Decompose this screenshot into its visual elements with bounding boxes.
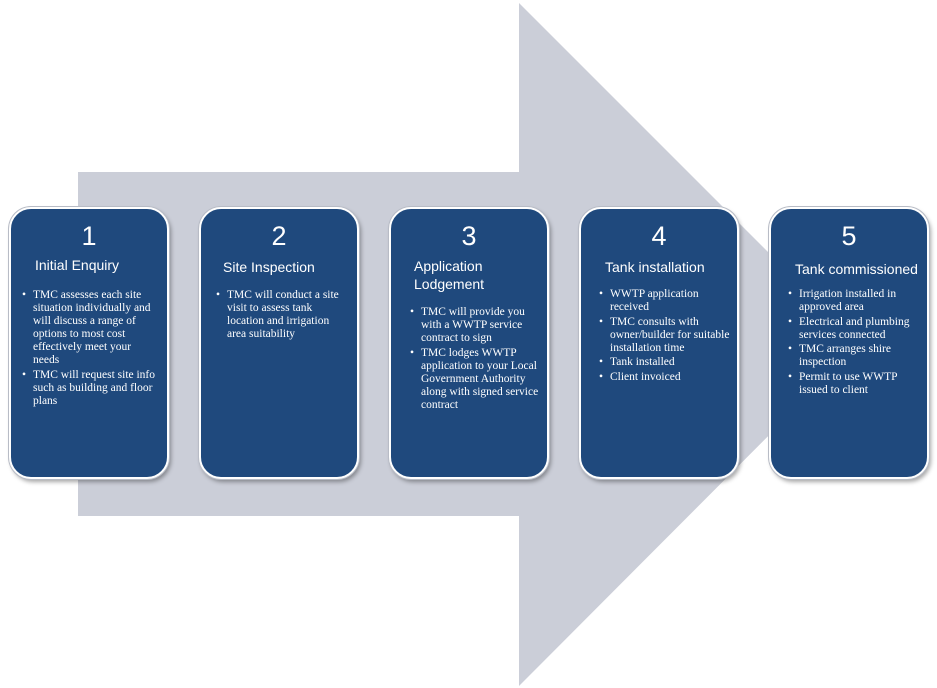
step-bullet: •WWTP application received (599, 288, 699, 313)
step-bullet-list: •TMC will provide you with a WWTP servic… (409, 306, 539, 413)
step-number: 2 (271, 221, 287, 251)
step-title: Tank commissioned (795, 261, 918, 277)
step-bullet-list: •Irrigation installed in approved area •… (787, 288, 921, 398)
step-title: Application Lodgement (414, 258, 485, 292)
bullet-icon: • (599, 288, 604, 300)
bullet-icon: • (216, 289, 221, 301)
step-bullet: •TMC arranges shire inspection (788, 343, 891, 368)
bullet-icon: • (788, 315, 793, 328)
step-card-1: 1 Initial Enquiry •TMC assesses each sit… (9, 207, 169, 479)
step-number: 4 (651, 221, 667, 251)
step-bullet: •TMC will conduct a site visit to assess… (216, 289, 339, 340)
bullet-icon: • (599, 315, 604, 328)
step-bullet: •TMC will provide you with a WWTP servic… (410, 306, 525, 344)
bullet-icon: • (22, 368, 27, 381)
bullet-icon: • (410, 306, 415, 318)
step-bullet: •TMC lodges WWTP application to your Loc… (410, 346, 539, 411)
step-card-2: 2 Site Inspection •TMC will conduct a si… (199, 207, 359, 479)
step-bullet: • Tank installed (599, 356, 675, 368)
step-number: 1 (81, 221, 97, 251)
bullet-icon: • (788, 288, 793, 300)
step-bullet: •Client invoiced (599, 370, 681, 383)
step-bullet-list: •TMC assesses each site situation indivi… (21, 289, 159, 409)
step-number: 5 (841, 221, 857, 251)
bullet-icon: • (410, 346, 415, 359)
bullet-icon: • (788, 343, 793, 355)
step-card-3: 3 Application Lodgement •TMC will provid… (389, 207, 549, 479)
step-bullet: •TMC assesses each site situation indivi… (22, 289, 151, 366)
step-bullet-list: •WWTP application received •TMC consults… (598, 288, 733, 385)
step-card-5: 5 Tank commissioned •Irrigation installe… (769, 207, 929, 479)
step-bullet: •Irrigation installed in approved area (788, 288, 897, 313)
step-bullet: •TMC will request site info such as buil… (22, 368, 156, 407)
bullet-icon: • (788, 370, 793, 383)
step-card-4: 4 Tank installation •WWTP application re… (579, 207, 739, 479)
step-title: Site Inspection (223, 259, 315, 275)
step-title: Tank installation (605, 259, 705, 275)
bullet-icon: • (22, 289, 27, 301)
step-bullet: •TMC consults with owner/builder for sui… (599, 315, 730, 354)
step-bullet: •Permit to use WWTP issued to client (788, 370, 898, 396)
bullet-icon: • (599, 370, 604, 383)
step-title: Initial Enquiry (35, 257, 120, 273)
step-bullet: •Electrical and plumbing services connec… (788, 315, 910, 341)
step-bullet-list: •TMC will conduct a site visit to assess… (215, 289, 347, 343)
bullet-icon: • (599, 356, 604, 368)
step-number: 3 (461, 221, 477, 251)
